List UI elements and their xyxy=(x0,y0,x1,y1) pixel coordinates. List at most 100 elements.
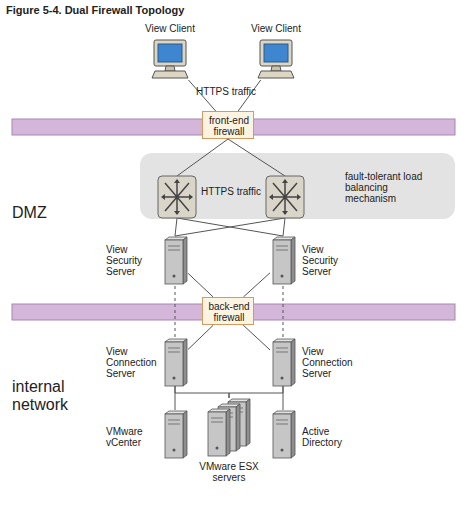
server-front xyxy=(165,342,183,386)
server-light xyxy=(281,449,284,452)
traffic-line xyxy=(177,218,283,236)
monitor-stand xyxy=(271,66,281,71)
node-text: View Security Server xyxy=(106,244,160,277)
server-slot xyxy=(276,348,288,349)
monitor-stand xyxy=(165,66,175,71)
server-slot xyxy=(168,348,180,349)
firewall-box: front-end firewall xyxy=(202,111,254,139)
server-front xyxy=(273,414,291,458)
server-slot xyxy=(211,418,223,419)
server-light xyxy=(281,275,284,278)
server-front xyxy=(165,240,183,284)
dashed-connector xyxy=(283,286,284,338)
monitor-screen xyxy=(158,44,182,62)
server-front xyxy=(208,412,226,456)
server-light xyxy=(216,447,219,450)
server-tower xyxy=(165,411,187,458)
traffic-line xyxy=(175,218,285,236)
server-slot xyxy=(276,246,288,247)
server-node: Active Directory xyxy=(270,410,296,460)
server-front xyxy=(273,240,291,284)
server-icon xyxy=(162,410,188,460)
zone-label: DMZ xyxy=(12,204,92,222)
node-text: View Client xyxy=(236,23,316,34)
network-connector xyxy=(229,386,283,398)
server-light xyxy=(173,449,176,452)
server-side xyxy=(183,237,187,284)
server-slot xyxy=(168,352,180,353)
server-tower xyxy=(273,411,295,458)
traffic-line xyxy=(175,218,177,236)
monitor-body xyxy=(260,40,292,66)
server-icon xyxy=(162,338,188,388)
node-text: View Connection Server xyxy=(302,346,362,379)
server-tower xyxy=(273,339,295,386)
server-slot xyxy=(168,246,180,247)
network-connector xyxy=(188,273,213,297)
node-text: View Client xyxy=(130,23,210,34)
figure-title: Figure 5-4. Dual Firewall Topology xyxy=(6,4,184,16)
server-node: View Connection Server xyxy=(270,338,296,386)
server-node: View Connection Server xyxy=(162,338,188,386)
node-text: back-end firewall xyxy=(203,301,255,323)
client-computer-icon xyxy=(256,38,296,80)
server-side xyxy=(183,411,187,458)
server-slot xyxy=(168,250,180,251)
node-text: View Security Server xyxy=(302,244,362,277)
server-light xyxy=(281,377,284,380)
traffic-line xyxy=(283,218,285,236)
server-front xyxy=(165,414,183,458)
server-slot xyxy=(276,420,288,421)
server-icon xyxy=(270,338,296,388)
server-slot xyxy=(276,424,288,425)
server-front xyxy=(273,342,291,386)
firewall-box: back-end firewall xyxy=(202,297,254,325)
client-computer-icon xyxy=(150,38,190,80)
server-side xyxy=(226,409,230,456)
server-side xyxy=(291,237,295,284)
server-side xyxy=(236,404,240,451)
server-slot xyxy=(168,424,180,425)
traffic-label: HTTPS traffic xyxy=(196,86,256,98)
network-connector xyxy=(188,325,213,349)
network-connector xyxy=(243,325,270,350)
keyboard-base xyxy=(258,71,294,78)
server-side xyxy=(291,339,295,386)
node-text: front-end firewall xyxy=(203,115,255,137)
server-icon xyxy=(270,236,296,286)
server-stack-icon xyxy=(205,398,253,458)
dashed-connector xyxy=(175,286,176,338)
server-slot xyxy=(168,420,180,421)
node-text: VMware ESX servers xyxy=(199,461,259,483)
keyboard-base xyxy=(152,71,188,78)
server-stack: VMware ESX servers xyxy=(205,398,253,458)
server-light xyxy=(173,377,176,380)
server-node: VMware vCenter xyxy=(162,410,188,460)
monitor-screen xyxy=(264,44,288,62)
server-side xyxy=(246,399,250,446)
load-balancing-region: fault-tolerant load balancing mechanism xyxy=(140,153,455,219)
server-slot xyxy=(276,250,288,251)
server-tower xyxy=(208,409,230,456)
node-text: Active Directory xyxy=(302,426,362,448)
traffic-label: HTTPS traffic xyxy=(201,186,261,198)
client-computer: View Client xyxy=(256,38,296,80)
server-node: View Security Server xyxy=(162,236,188,286)
server-light xyxy=(173,275,176,278)
node-text: fault-tolerant load balancing mechanism xyxy=(345,171,425,204)
server-tower xyxy=(165,339,187,386)
monitor-body xyxy=(154,40,186,66)
network-connector xyxy=(243,273,270,297)
network-connector xyxy=(175,386,229,398)
server-side xyxy=(291,411,295,458)
server-tower xyxy=(165,237,187,284)
server-icon xyxy=(270,410,296,460)
client-computer: View Client xyxy=(150,38,190,80)
server-slot xyxy=(211,422,223,423)
server-node: View Security Server xyxy=(270,236,296,286)
server-icon xyxy=(162,236,188,286)
server-slot xyxy=(276,352,288,353)
server-side xyxy=(183,339,187,386)
node-text: VMware vCenter xyxy=(106,426,160,448)
